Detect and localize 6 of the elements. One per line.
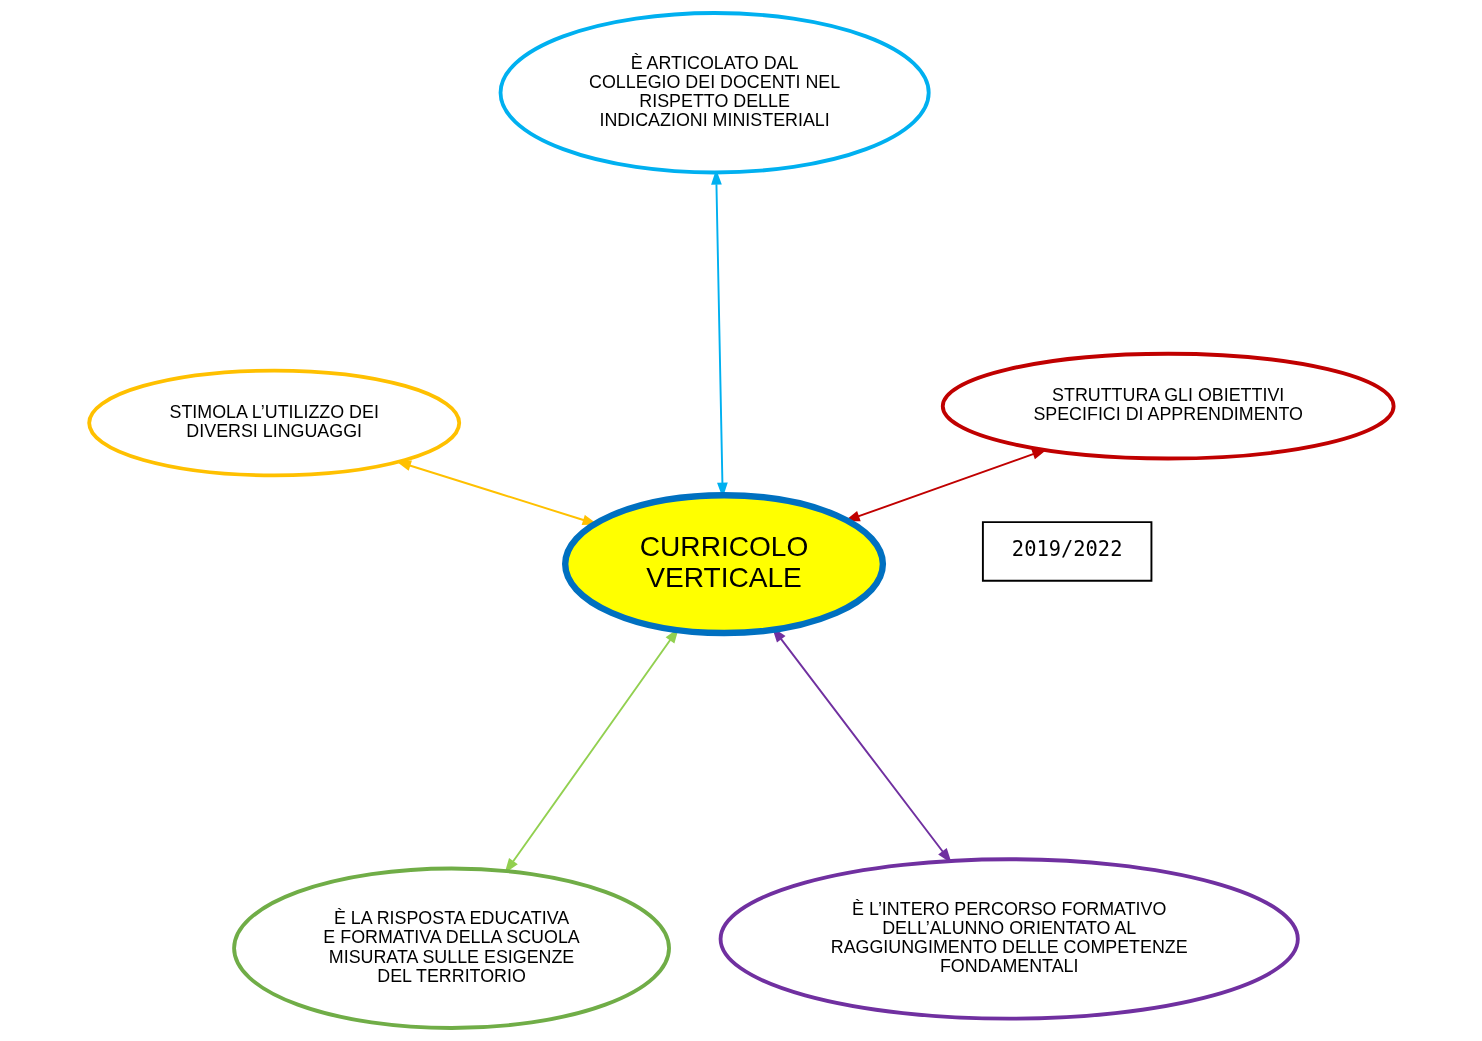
node-ellipse: È LA RISPOSTA EDUCATIVA E FORMATIVA DELLA SCUOLA MISURATA SULLE ESIGENZE DEL TERRITORIO bbox=[231, 866, 671, 1030]
node-ellipse: È L’INTERO PERCORSO FORMATIVO DELL’ALUNNO ORIENTATO AL RAGGIUNGIMENTO DELLE COMPETENZE FONDAMENTALI bbox=[718, 857, 1300, 1021]
node-ellipse: CURRICOLO VERTICALE bbox=[561, 492, 886, 637]
node-ellipse: STIMOLA L’UTILIZZO DEI DIVERSI LINGUAGGI bbox=[86, 368, 461, 478]
node-ellipse: È ARTICOLATO DAL COLLEGIO DEI DOCENTI NEL RISPETTO DELLE INDICAZIONI MINISTERIALI bbox=[498, 11, 931, 175]
node-box: 2019/2022 bbox=[981, 521, 1152, 582]
